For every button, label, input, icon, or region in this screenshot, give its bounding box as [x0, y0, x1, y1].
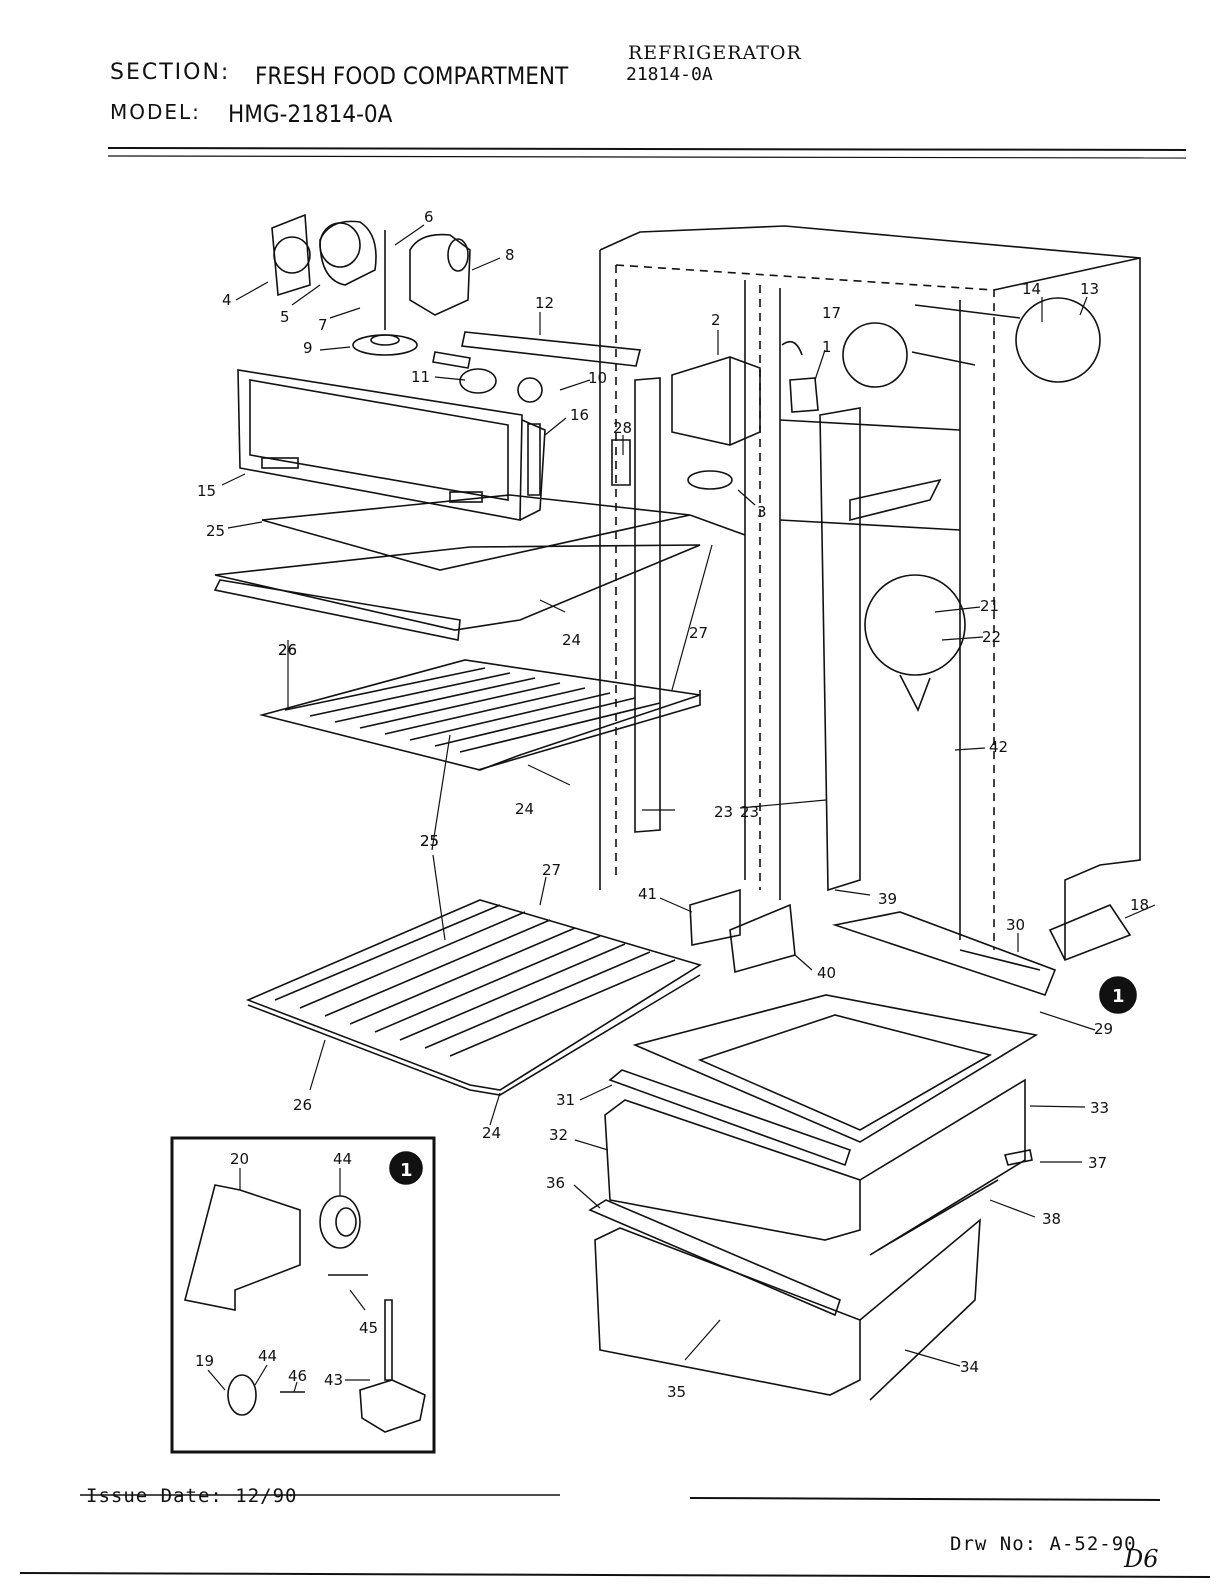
callout-34: 34 [960, 1358, 979, 1376]
callout-1: 1 [822, 338, 832, 356]
inset-parts [184, 1184, 426, 1433]
callout-24: 24 [562, 631, 581, 649]
callout-25: 25 [206, 522, 225, 540]
callout-21: 21 [980, 597, 999, 615]
callout-35: 35 [667, 1383, 686, 1401]
callout-40: 40 [817, 964, 836, 982]
shelf-middle [258, 659, 701, 771]
callout-16: 16 [570, 406, 589, 424]
model-label: MODEL: [110, 100, 201, 124]
callout-27: 27 [542, 861, 561, 879]
callout-27: 27 [689, 624, 708, 642]
callout-13: 13 [1080, 280, 1099, 298]
detail-badge: 1 [1112, 986, 1125, 1007]
callout-36: 36 [546, 1174, 565, 1192]
shelf-ladder-rail [634, 377, 861, 892]
callout-44: 44 [258, 1347, 277, 1365]
control-parts [527, 340, 819, 496]
header-rule [107, 155, 1187, 159]
shelf-top [213, 494, 746, 641]
model-number: HMG-21814-0A [228, 100, 393, 128]
callout-24: 24 [515, 800, 534, 818]
inset-detail-box [170, 1136, 436, 1454]
footer-rule [19, 1572, 1211, 1578]
callout-39: 39 [878, 890, 897, 908]
section-title: FRESH FOOD COMPARTMENT [255, 62, 569, 90]
callout-31: 31 [556, 1091, 575, 1109]
detail-circle-21-22 [864, 574, 966, 676]
handwritten-note: D6 [1124, 1545, 1159, 1573]
leader-line [899, 674, 931, 712]
callout-37: 37 [1088, 1154, 1107, 1172]
callout-32: 32 [549, 1126, 568, 1144]
callout-15: 15 [197, 482, 216, 500]
callout-8: 8 [505, 246, 515, 264]
footer-rule [689, 1497, 1161, 1501]
callout-18: 18 [1130, 896, 1149, 914]
callout-46: 46 [288, 1367, 307, 1385]
callout-24: 24 [482, 1124, 501, 1142]
callout-22: 22 [982, 628, 1001, 646]
callout-25: 25 [420, 832, 439, 850]
callout-19: 19 [195, 1352, 214, 1370]
section-label: SECTION: [110, 60, 231, 85]
callout-44: 44 [333, 1150, 352, 1168]
callout-14: 14 [1022, 280, 1041, 298]
product-number: 21814-0A [626, 64, 713, 85]
callout-30: 30 [1006, 916, 1025, 934]
product-type: REFRIGERATOR [628, 42, 802, 64]
callout-25: 25 [420, 832, 439, 850]
crisper-brackets [689, 888, 796, 974]
callout-23: 23 [714, 803, 733, 821]
callout-6: 6 [424, 208, 434, 226]
shelf-bottom [245, 899, 702, 1096]
callout-41: 41 [638, 885, 657, 903]
leader-line [911, 304, 1021, 366]
callout-12: 12 [535, 294, 554, 312]
detail-circle-17 [842, 322, 908, 388]
drawing-number: Drw No: A-52-90 [950, 1533, 1137, 1555]
callout-26: 26 [293, 1096, 312, 1114]
callout-7: 7 [318, 316, 328, 334]
callout-29: 29 [1094, 1020, 1113, 1038]
light-housing-parts [271, 213, 641, 403]
inset-badge-circle [389, 1151, 423, 1185]
callout-42: 42 [989, 738, 1008, 756]
header-rule [107, 147, 1187, 151]
detail-badge-circle [1099, 976, 1137, 1014]
callout-33: 33 [1090, 1099, 1109, 1117]
callout-9: 9 [303, 339, 313, 357]
callout-28: 28 [613, 419, 632, 437]
crisper-assembly [588, 911, 1057, 1401]
hinge [1048, 904, 1132, 962]
callout-38: 38 [1042, 1210, 1061, 1228]
callout-11: 11 [411, 368, 430, 386]
light-shield-panel [237, 369, 546, 521]
callout-2: 2 [711, 311, 721, 329]
callout-43: 43 [324, 1371, 343, 1389]
inset-badge: 1 [400, 1160, 413, 1181]
callout-23: 23 [740, 803, 759, 821]
callout-20: 20 [230, 1150, 249, 1168]
callout-3: 3 [757, 503, 767, 521]
callout-26: 26 [278, 641, 297, 659]
cabinet [599, 225, 1141, 971]
callout-10: 10 [588, 369, 607, 387]
detail-circle-13-14 [1015, 297, 1101, 383]
callout-26: 26 [278, 641, 297, 659]
callout-leaders [207, 224, 1156, 1393]
callout-5: 5 [280, 308, 290, 326]
callout-4: 4 [222, 291, 232, 309]
issue-date: Issue Date: 12/90 [86, 1485, 298, 1507]
callout-45: 45 [359, 1319, 378, 1337]
callout-17: 17 [822, 304, 841, 322]
